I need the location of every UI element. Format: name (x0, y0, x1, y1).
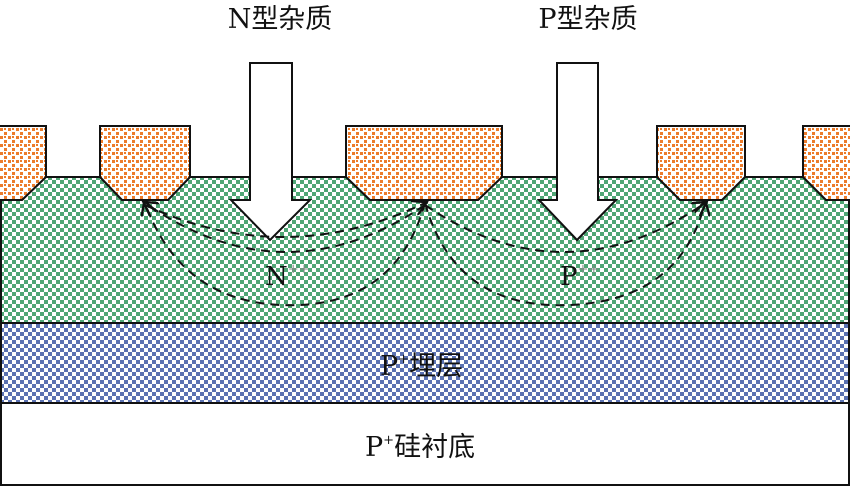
buried-layer-label: P+埋层 (380, 351, 463, 382)
oxide-island (99, 125, 191, 201)
n-region-label: N++ (265, 262, 310, 292)
p-diffusion-curve-deep (424, 203, 705, 307)
p-region-label: P++ (560, 262, 599, 292)
p-diffusion-curve-shallow (424, 203, 705, 253)
substrate-label: P+硅衬底 (365, 432, 475, 463)
p-impurity-label: P型杂质 (538, 4, 637, 35)
buried-layer (0, 322, 850, 404)
p-impurity-arrow-icon (536, 62, 619, 242)
oxide-island (0, 125, 47, 201)
oxide-island (802, 125, 850, 201)
n-impurity-label: N型杂质 (228, 4, 333, 35)
oxide-island (345, 125, 503, 201)
n-diffusion-curve-shallow (145, 203, 426, 253)
n-diffusion-curve-deep (145, 203, 426, 307)
n-impurity-arrow-icon (228, 62, 313, 242)
oxide-island (656, 125, 746, 201)
substrate-layer (0, 402, 850, 486)
